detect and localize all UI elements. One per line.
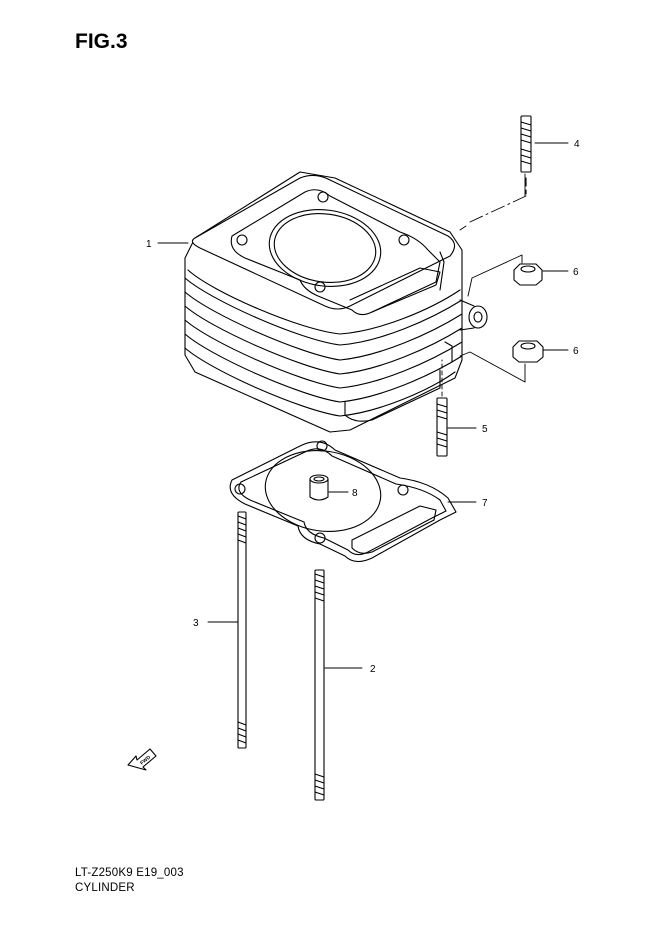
- callout-8: 8: [352, 488, 358, 499]
- diagram-name: CYLINDER: [75, 882, 135, 894]
- callout-6-lower: 6: [573, 346, 579, 357]
- nut-6-lower-part[interactable]: [512, 340, 544, 363]
- cylinder-part[interactable]: [184, 171, 488, 433]
- diagram-code: LT-Z250K9 E19_003: [75, 867, 184, 879]
- callout-leaders: [157, 142, 569, 669]
- stud-3-part[interactable]: [237, 511, 247, 749]
- callout-4: 4: [574, 139, 580, 150]
- dowel-pin-8-part[interactable]: [309, 474, 329, 501]
- stud-5-part[interactable]: [436, 397, 448, 457]
- callout-2: 2: [370, 664, 376, 675]
- stud-2-part[interactable]: [314, 569, 325, 801]
- fwd-arrow-icon: [127, 748, 157, 771]
- stud-4-part[interactable]: [520, 115, 532, 195]
- callout-3: 3: [193, 618, 199, 629]
- callout-7: 7: [482, 498, 488, 509]
- figure-title: FIG.3: [75, 30, 128, 53]
- assembly-lines: [441, 173, 527, 397]
- callout-labels: 1 2 3 4 5 6 6 7 8 FWD: [139, 139, 580, 766]
- fwd-label: FWD: [139, 754, 152, 766]
- callout-6-upper: 6: [573, 267, 579, 278]
- callout-5: 5: [482, 424, 488, 435]
- gasket-7-part[interactable]: [229, 440, 457, 563]
- nut-6-upper-part[interactable]: [513, 263, 543, 286]
- callout-1: 1: [146, 239, 152, 250]
